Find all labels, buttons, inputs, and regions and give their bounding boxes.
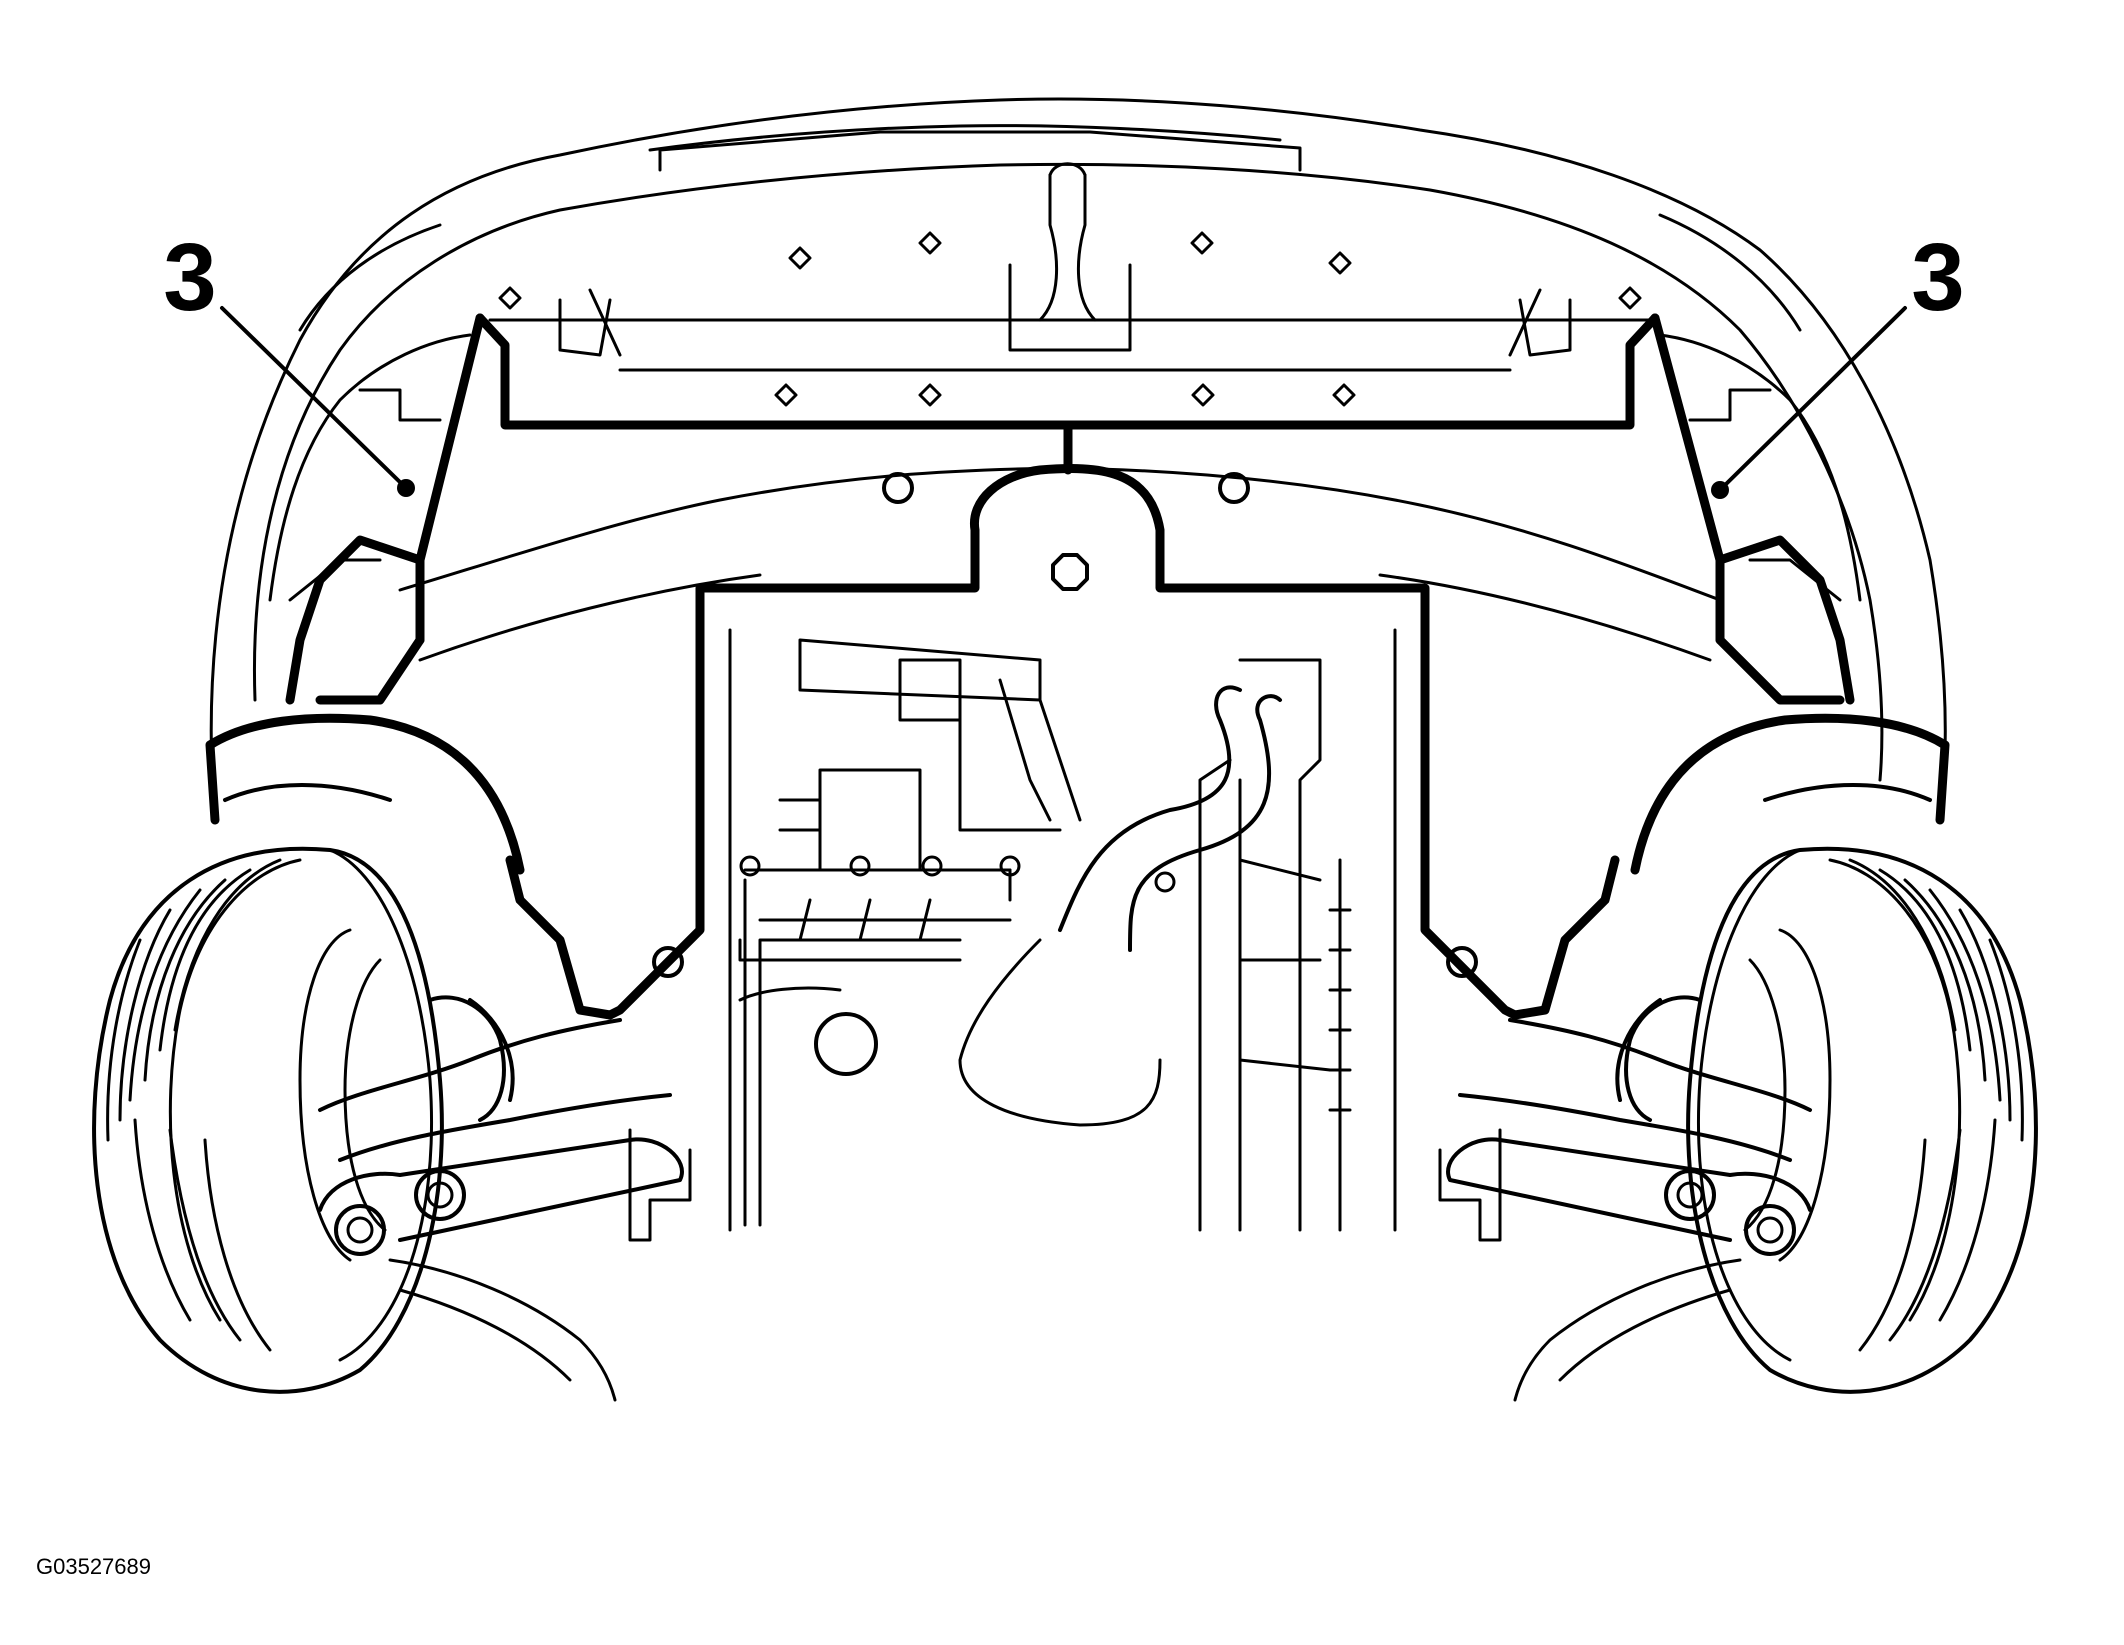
callout-pointer-dot-right [1711,481,1729,499]
callout-pointer-dot-left [397,479,415,497]
callout-label-left: 3 [163,224,216,331]
front-bumper-outline [209,97,1947,822]
front-crossmember [488,162,1652,407]
left-tire [92,846,444,1394]
callout-leader-line-left [220,306,408,490]
callout-leader-line-right [1718,306,1907,492]
shield-fasteners [652,472,1478,1076]
engine-components [728,628,1397,1232]
right-suspension [1438,995,1812,1402]
figure-id: G03527689 [36,1554,151,1579]
right-tire [1686,846,2038,1394]
wheel-arch-trim [205,713,1950,875]
splash-shield-outline [285,313,1855,1020]
callout-left: 3 [163,224,415,497]
callout-right: 3 [1711,224,1965,499]
left-suspension [318,995,692,1402]
callout-label-right: 3 [1911,224,1964,331]
